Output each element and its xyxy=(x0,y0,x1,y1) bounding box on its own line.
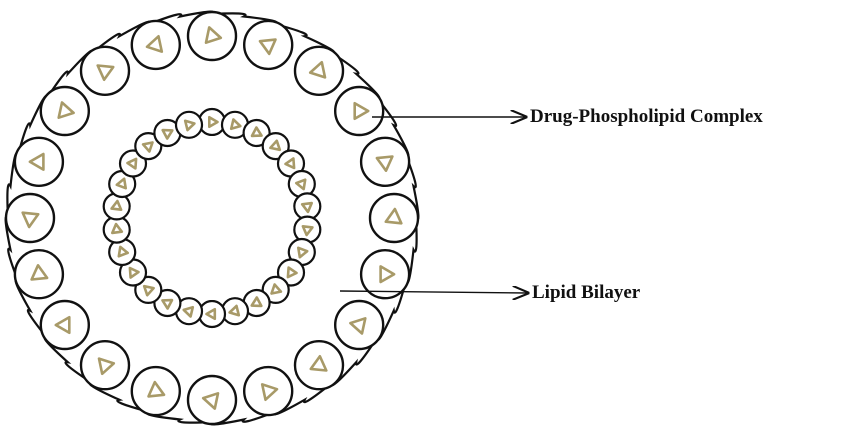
triangle-icon xyxy=(111,222,124,235)
drug-phospholipid-head xyxy=(293,340,345,391)
triangle-icon xyxy=(142,284,155,297)
drug-phospholipid-head xyxy=(243,365,294,417)
inner-phospholipid-head xyxy=(174,110,204,139)
triangle-icon xyxy=(201,391,220,410)
drug-phospholipid-head xyxy=(130,365,182,417)
triangle-icon xyxy=(349,316,367,335)
triangle-icon xyxy=(208,115,219,129)
drug-phospholipid-complex-label: Drug-Phospholipid Complex xyxy=(530,106,763,127)
triangle-icon xyxy=(353,101,370,121)
drug-phospholipid-head xyxy=(243,19,294,71)
triangle-icon xyxy=(54,315,71,335)
drug-phospholipid-head xyxy=(39,299,91,351)
inner-phospholipid-head xyxy=(293,192,322,221)
lipid-bilayer-label: Lipid Bilayer xyxy=(532,282,641,303)
drug-phospholipid-head xyxy=(4,192,56,244)
triangle-icon xyxy=(260,383,279,402)
triangle-icon xyxy=(115,177,127,190)
aqueous-core xyxy=(130,136,294,300)
triangle-icon xyxy=(379,265,396,284)
triangle-icon xyxy=(284,157,296,170)
drug-phospholipid-head xyxy=(13,249,65,300)
drug-phospholipid-head xyxy=(293,45,345,97)
inner-phospholipid-head xyxy=(134,132,163,161)
inner-phospholipid-head xyxy=(261,275,290,304)
inner-phospholipid-head xyxy=(242,118,271,148)
triangle-icon xyxy=(204,26,223,45)
triangle-icon xyxy=(301,225,314,237)
drug-phospholipid-head xyxy=(79,340,131,391)
inner-phospholipid-head xyxy=(287,169,316,199)
triangle-icon xyxy=(296,246,309,259)
triangle-icon xyxy=(229,118,242,131)
triangle-icon xyxy=(269,139,282,152)
triangle-icon xyxy=(183,119,196,132)
triangle-icon xyxy=(110,199,123,211)
drug-phospholipid-head xyxy=(186,10,238,62)
drug-phospholipid-head xyxy=(130,19,182,71)
triangle-icon xyxy=(117,245,129,258)
drug-phospholipid-head xyxy=(186,374,238,426)
inner-phospholipid-head xyxy=(108,169,137,199)
triangle-icon xyxy=(309,354,328,372)
drug-phospholipid-head xyxy=(334,85,385,137)
inner-phospholipid-head xyxy=(220,297,250,326)
triangle-icon xyxy=(21,211,40,229)
drug-phospholipid-head xyxy=(334,299,385,351)
triangle-icon xyxy=(145,34,164,53)
triangle-icon xyxy=(141,141,154,153)
triangle-icon xyxy=(182,305,195,318)
inner-phospholipid-head xyxy=(197,299,227,329)
triangle-icon xyxy=(270,283,283,295)
triangle-icon xyxy=(384,207,403,225)
triangle-icon xyxy=(250,126,263,138)
triangle-icon xyxy=(161,128,174,140)
triangle-icon xyxy=(300,201,314,214)
triangle-icon xyxy=(57,101,75,119)
triangle-icon xyxy=(128,266,140,279)
triangle-icon xyxy=(96,64,115,81)
inner-phospholipid-head xyxy=(118,258,148,287)
triangle-icon xyxy=(97,357,116,376)
inner-phospholipid-head xyxy=(197,107,227,137)
triangle-icon xyxy=(161,298,174,310)
triangle-icon xyxy=(308,60,327,79)
drug-phospholipid-head xyxy=(79,45,131,97)
lipid-bilayer-pointer-line xyxy=(339,291,528,293)
triangle-icon xyxy=(258,38,277,56)
inner-phospholipid-head xyxy=(287,237,316,267)
inner-phospholipid-head xyxy=(174,297,204,326)
inner-phospholipid-head xyxy=(153,288,182,318)
triangle-icon xyxy=(228,304,241,317)
inner-phospholipid-layer xyxy=(102,107,322,329)
triangle-icon xyxy=(286,266,298,279)
drug-phospholipid-head xyxy=(359,136,411,188)
drug-phospholipid-head xyxy=(359,249,411,300)
inner-phospholipid-head xyxy=(102,215,131,244)
drug-phospholipid-head xyxy=(368,192,420,244)
triangle-icon xyxy=(147,380,166,398)
triangle-icon xyxy=(375,155,394,172)
drug-phospholipid-head xyxy=(13,136,65,188)
triangle-icon xyxy=(28,152,45,171)
triangle-icon xyxy=(294,178,307,191)
triangle-icon xyxy=(205,307,217,321)
drug-phospholipid-head xyxy=(39,85,91,137)
triangle-icon xyxy=(250,296,263,308)
triangle-icon xyxy=(30,263,49,281)
triangle-icon xyxy=(126,157,138,170)
